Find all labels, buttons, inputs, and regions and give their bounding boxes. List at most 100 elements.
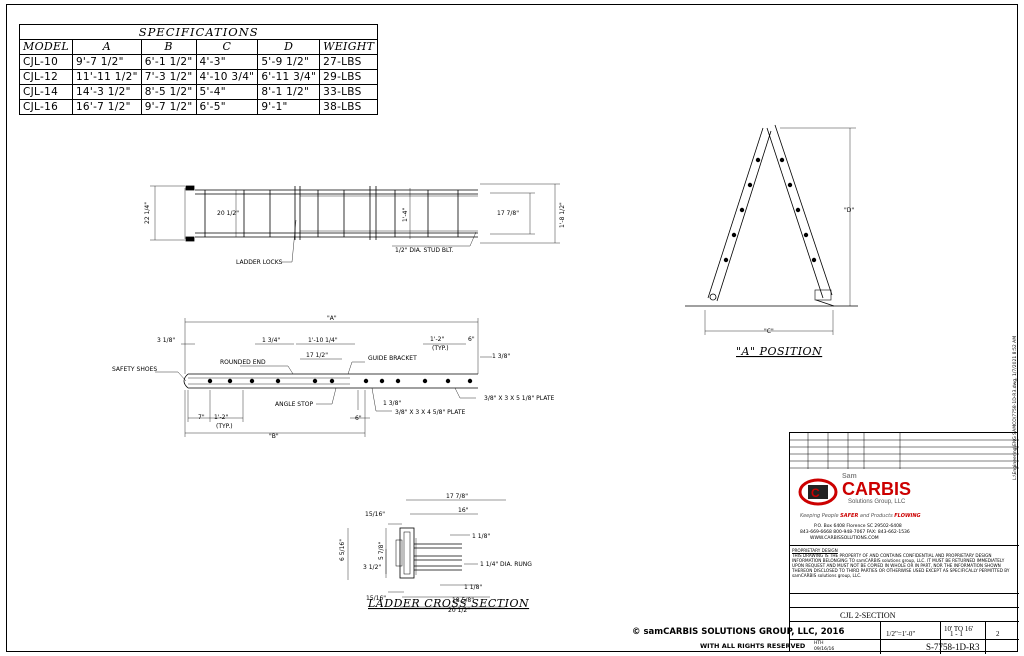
dim-1-2b: 1'-2" (214, 414, 228, 421)
rights-text: WITH ALL RIGHTS RESERVED (700, 642, 806, 650)
dim-1-4: 1'-4" (402, 208, 409, 222)
scale-value: 1/2"=1'-0" (886, 630, 916, 638)
dim-5-7-8: 5 7/8" (378, 542, 385, 560)
tagline-safer: SAFER (840, 513, 859, 519)
a-position-view (685, 124, 858, 335)
plate-2-label: 3/8" X 3 X 4 5/8" PLATE (395, 409, 466, 416)
dim-18-5-8: 18 5/8" (452, 597, 474, 604)
table-cell: CJL-12 (19, 69, 73, 85)
table-cell: 38-LBS (319, 99, 379, 115)
scale-values: 1/2"=1'-0" 1 - 1 2 (790, 627, 1019, 639)
scale-row: 10' TO 16' (790, 621, 1019, 654)
dim-a: "A" (327, 315, 337, 322)
table-cell: 6'-5" (195, 99, 259, 115)
address-2: 843-669-6668 800-948-7067 FAX: 843-662-1… (800, 530, 910, 535)
dim-c: "C" (764, 328, 774, 335)
side-view (155, 318, 492, 437)
title-row: CJL 2-SECTION (790, 607, 1019, 621)
dim-17-1-2: 17 1/2" (306, 352, 328, 359)
table-cell: 9'-7 1/2" (71, 54, 142, 70)
title-block: C Sam CARBIS Solutions Group, LLC Keepin… (789, 432, 1019, 654)
dim-1-1-8b: 1 1/8" (464, 584, 482, 591)
plan-view (150, 183, 560, 263)
range-label: 10' TO 16' (944, 625, 974, 633)
drawing-frame (6, 4, 1018, 652)
tagline-part2: and Products (858, 513, 895, 519)
dim-7: 7" (198, 414, 205, 421)
revision-grid (790, 433, 1019, 469)
column-header: MODEL (19, 39, 73, 55)
dim-b: "B" (269, 433, 279, 440)
logo-area: C Sam CARBIS Solutions Group, LLC Keepin… (790, 469, 1019, 545)
file-path-vertical: L:\Engineering\ENG SAMCO\7758-1D-R3.dwg,… (1013, 335, 1018, 480)
table-cell: 9'-1" (257, 99, 321, 115)
ladder-locks-label: LADDER LOCKS (236, 259, 283, 266)
rounded-end-label: ROUNDED END (220, 359, 266, 366)
logo-small: Sam (842, 473, 857, 480)
dim-1-8-1-2: 1'-8 1/2" (559, 202, 566, 228)
svg-text:C: C (811, 486, 820, 500)
proprietary-notice: PROPRIETARY DESIGN THIS DRAWING IS THE P… (790, 545, 1019, 593)
drawn-row: HTH 09/16/16 S-7758-1D-R3 (790, 639, 1019, 653)
logo-sub: Solutions Group, LLC (848, 499, 906, 505)
table-cell: CJL-16 (19, 99, 73, 115)
carbis-logo-icon: C (798, 478, 838, 506)
drawn-date: 09/16/16 (814, 647, 835, 652)
plate-1-label: 3/8" X 3 X 5 1/8" PLATE (484, 395, 555, 402)
dim-17-7-8: 17 7/8" (497, 210, 519, 217)
dim-15-16a: 15/16" (365, 511, 385, 518)
dim-1-2: 1'-2" (430, 336, 444, 343)
typ-label-b: (TYP.) (216, 423, 233, 430)
table-cell: 29-LBS (319, 69, 379, 85)
table-cell: 14'-3 1/2" (71, 84, 142, 100)
table-cell: 4'-10 3/4" (195, 69, 259, 85)
cross-section-view (347, 499, 506, 608)
dim-1-3-4: 1 3/4" (262, 337, 280, 344)
safety-shoes-label: SAFETY SHOES (112, 366, 157, 373)
tagline: Keeping People SAFER and Products FLOWIN… (800, 513, 921, 519)
customer-row (790, 593, 1019, 607)
sheet-value: 1 - 1 (950, 630, 963, 638)
table-cell: 27-LBS (319, 54, 379, 70)
dim-1-1-8a: 1 1/8" (472, 533, 490, 540)
bolt-icon (207, 378, 213, 384)
a-position-title: "A" POSITION (736, 345, 822, 358)
tagline-flowing: FLOWING (894, 513, 921, 519)
logo-big: CARBIS (842, 479, 912, 499)
drawing-title: CJL 2-SECTION (840, 611, 896, 620)
table-cell: 11'-11 1/2" (71, 69, 142, 85)
proprietary-body: THIS DRAWING IS THE PROPERTY OF AND CONT… (792, 553, 1010, 578)
dim-15-16b: 15/16" (366, 595, 386, 602)
tagline-part: Keeping People (800, 513, 841, 519)
rung-label: 1 1/4" DIA. RUNG (480, 561, 532, 568)
cross-section-title: LADDER CROSS SECTION (367, 597, 529, 610)
table-cell: 6'-11 3/4" (257, 69, 321, 85)
address-1: P.O. Box 6408 Florence SC 29502-6408 (814, 524, 902, 529)
dim-d: "D" (844, 207, 854, 214)
website: WWW.CARBISSOLUTIONS.COM (810, 536, 879, 541)
drawing-number: S-7758-1D-R3 (926, 642, 980, 652)
drawn-by: HTH (814, 641, 824, 646)
dim-1-10-1-4: 1'-10 1/4" (308, 337, 338, 344)
table-cell: 5'-4" (195, 84, 259, 100)
copyright-text: © samCARBIS SOLUTIONS GROUP, LLC, 2016 (632, 627, 845, 637)
dim-6b: 6" (355, 415, 362, 422)
table-cell: CJL-14 (19, 84, 73, 100)
stud-bolt-label: 1/2" DIA. STUD BLT. (395, 247, 454, 254)
typ-label: (TYP.) (432, 345, 449, 352)
rev-value: 2 (996, 630, 1000, 638)
proprietary-head: PROPRIETARY DESIGN (792, 548, 838, 553)
table-cell: 7'-3 1/2" (140, 69, 197, 85)
dim-6-5-16: 6 5/16" (339, 539, 346, 561)
table-cell: 16'-7 1/2" (71, 99, 142, 115)
dim-3-1-8: 3 1/8" (157, 337, 175, 344)
dim-1-3-8: 1 3/8" (492, 353, 510, 360)
dim-17-7-8b: 17 7/8" (446, 493, 468, 500)
angle-stop-label: ANGLE STOP (275, 401, 313, 408)
dim-16: 16" (458, 507, 469, 514)
